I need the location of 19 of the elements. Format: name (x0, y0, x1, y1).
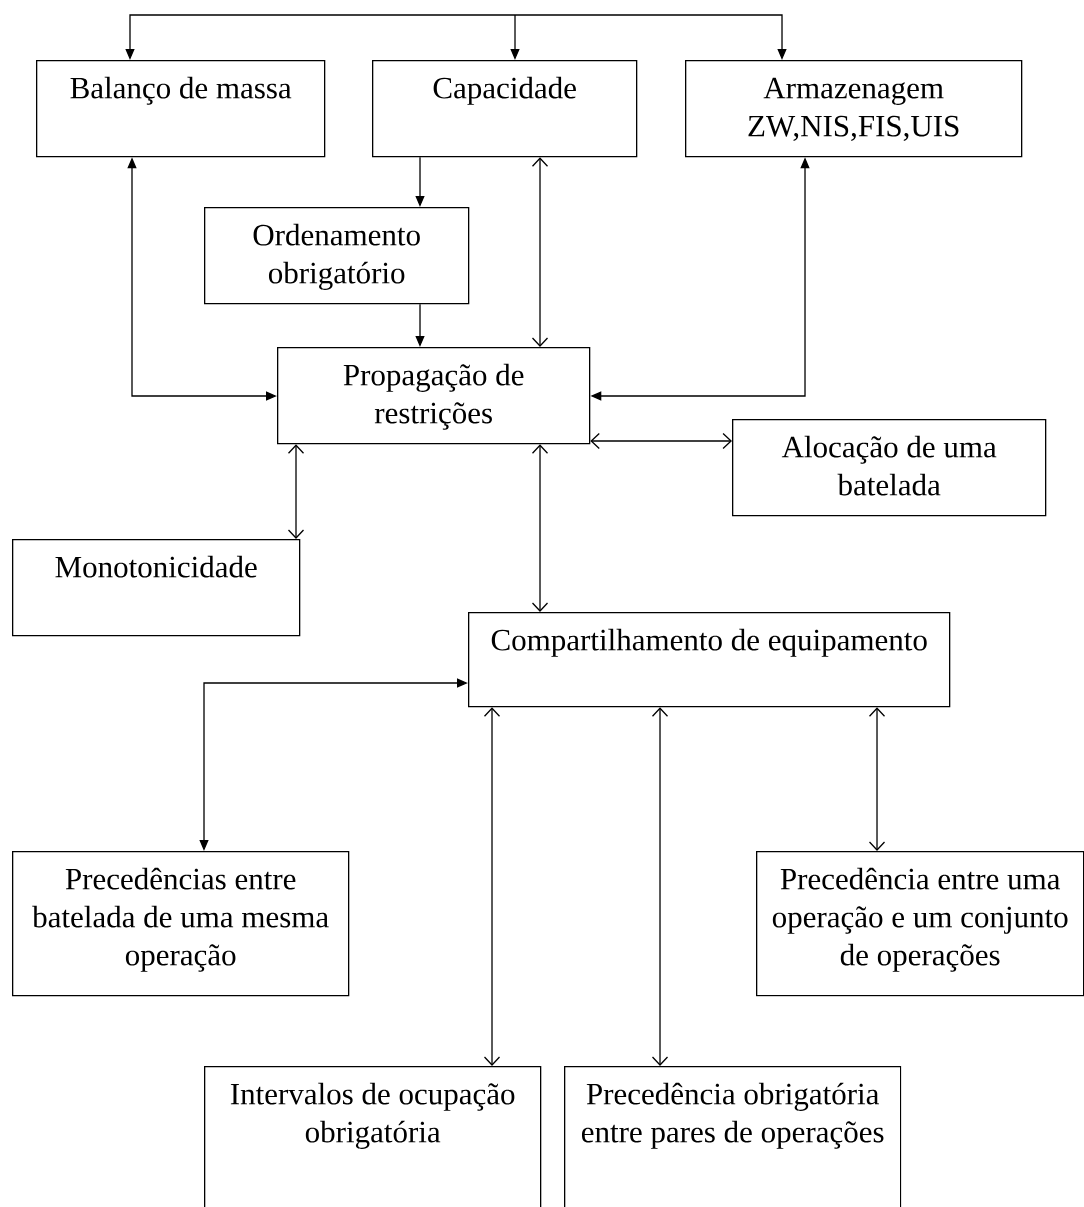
arrow (531, 444, 549, 612)
arrow (531, 157, 549, 347)
process-box: Precedência obrigatória entre pares de operações (564, 1066, 902, 1207)
arrow (287, 444, 305, 539)
arrow (590, 432, 732, 450)
arrow (868, 707, 886, 851)
process-box: Compartilhamento de equipamento (468, 612, 951, 708)
process-box: Precedência entre uma operação e um conjunto de operações (756, 851, 1084, 997)
process-box: Ordenamento obrigatório (204, 207, 470, 305)
process-box: Balanço de massa (36, 60, 326, 158)
arrow (483, 707, 501, 1066)
process-box: Armazenagem ZW,NIS,FIS,UIS (685, 60, 1023, 158)
process-box: Precedências entre batelada de uma mesma operação (12, 851, 350, 997)
arrow (651, 707, 669, 1066)
process-box: Intervalos de ocupação obrigatória (204, 1066, 542, 1207)
process-box: Propagação de restrições (277, 347, 591, 445)
process-box: Monotonicidade (12, 539, 301, 637)
process-box: Alocação de uma batelada (732, 419, 1047, 517)
process-box: Capacidade (372, 60, 638, 158)
